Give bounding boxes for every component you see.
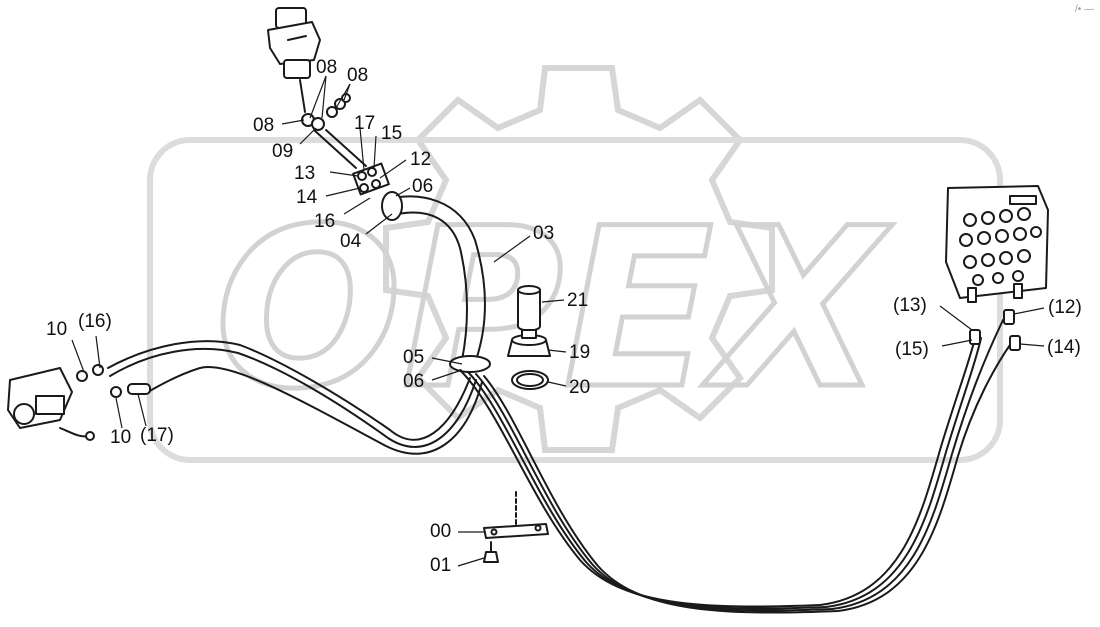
callout-03: 03 xyxy=(533,223,555,244)
callout-14: 14 xyxy=(296,187,318,208)
pilot-valve-top xyxy=(267,7,321,79)
callout-08-b: 08 xyxy=(347,65,369,86)
hose-bundle-right xyxy=(459,319,1013,614)
watermark-gear xyxy=(383,65,775,453)
callout-10-top: 10 xyxy=(46,319,68,340)
callout-20: 20 xyxy=(569,377,591,398)
callout-08-c: 08 xyxy=(253,115,275,136)
callout-06-mid: 06 xyxy=(403,371,425,392)
callout-01: 01 xyxy=(430,555,452,576)
watermark-frame xyxy=(147,137,1003,463)
callout-05: 05 xyxy=(403,347,425,368)
callout-13-paren: (13) xyxy=(893,295,927,316)
protective-sleeve xyxy=(383,195,486,361)
clamp-bracket xyxy=(352,162,390,196)
callout-16: 16 xyxy=(314,211,336,232)
callout-21: 21 xyxy=(567,290,589,311)
callout-16-paren: (16) xyxy=(78,311,112,332)
callout-10-bottom: 10 xyxy=(110,427,132,448)
clamp-plate xyxy=(483,491,549,539)
callout-17-paren: (17) xyxy=(140,425,174,446)
hose-bundle-left xyxy=(107,340,483,455)
callout-13: 13 xyxy=(294,163,316,184)
filter-parts xyxy=(507,285,551,390)
control-valve-block xyxy=(945,185,1049,303)
callout-04: 04 xyxy=(340,231,362,252)
port-fittings-right xyxy=(969,309,1021,351)
callout-12: 12 xyxy=(410,149,432,170)
left-valve-assembly xyxy=(7,364,151,441)
callout-12-paren: (12) xyxy=(1048,297,1082,318)
callout-09: 09 xyxy=(272,141,294,162)
callout-15: 15 xyxy=(381,123,403,144)
callout-15-paren: (15) xyxy=(895,339,929,360)
fitting-group-08 xyxy=(301,93,351,131)
callout-06-top: 06 xyxy=(412,176,434,197)
leader-lines xyxy=(71,75,1045,567)
callout-00: 00 xyxy=(430,521,452,542)
callout-08-a: 08 xyxy=(316,57,338,78)
corner-mark: /• — xyxy=(1074,4,1094,15)
callout-17: 17 xyxy=(354,113,376,134)
bolt xyxy=(483,541,499,563)
callout-14-paren: (14) xyxy=(1047,337,1081,358)
callout-19: 19 xyxy=(569,342,591,363)
